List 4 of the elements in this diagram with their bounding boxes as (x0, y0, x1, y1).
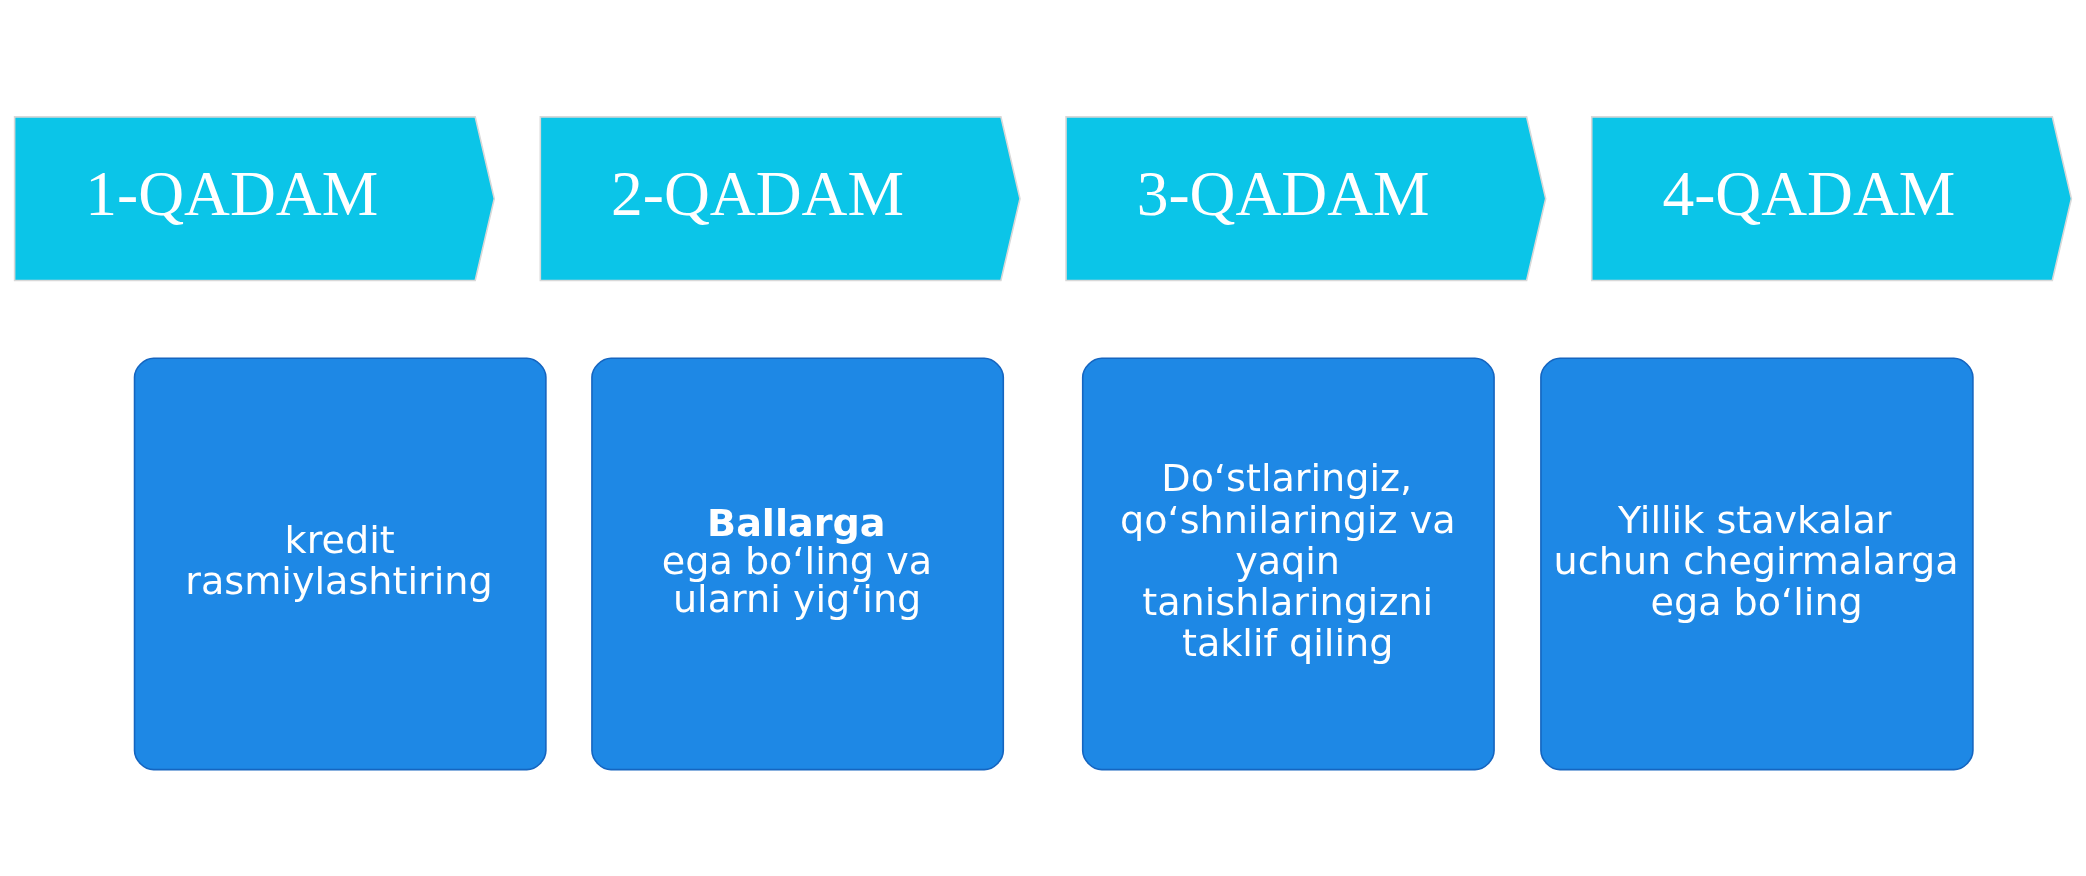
node-box: Yillik stavkalar uchun chegirmalarga ega bo‘ling (1540, 357, 1974, 770)
node-box: Ballarga ega bo‘ling va ularni yig‘ing (591, 357, 1005, 770)
node-box: kredit rasmiylashtiring (133, 357, 547, 770)
node-box: Do‘stlaringiz, qo‘shnilaringiz va yaqin tanishlaringizni taklif qiling (1081, 357, 1495, 770)
